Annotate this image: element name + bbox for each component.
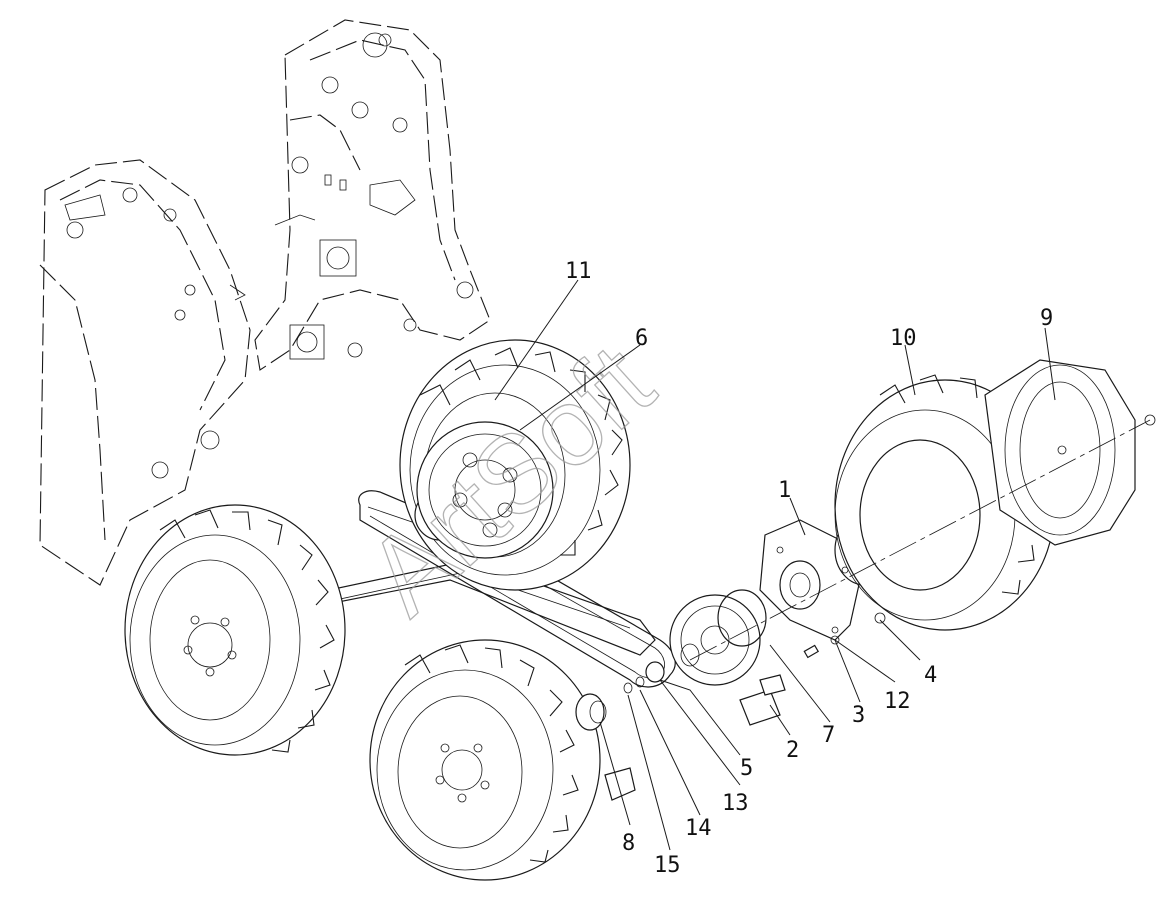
front-right-tire [369, 639, 601, 881]
callout-14: 14 [685, 816, 712, 841]
callout-9: 9 [1040, 306, 1053, 331]
left-frame-panel [39, 159, 251, 586]
callout-11: 11 [565, 259, 592, 284]
front-left-tire [124, 504, 346, 756]
small-parts [575, 612, 886, 801]
callout-2: 2 [786, 738, 799, 763]
driven-sprocket [669, 594, 761, 686]
callout-1: 1 [778, 478, 791, 503]
rear-frame-panel [254, 19, 491, 371]
callout-13: 13 [722, 791, 749, 816]
callout-10: 10 [890, 326, 917, 351]
callout-4: 4 [924, 663, 937, 688]
callout-8: 8 [622, 831, 635, 856]
callout-15: 15 [654, 853, 681, 878]
exploded-rim [984, 359, 1156, 546]
rear-sprocket [416, 421, 554, 559]
callout-6: 6 [635, 326, 648, 351]
callouts: 1 2 3 4 5 6 7 8 9 10 11 12 13 14 15 [565, 259, 1053, 878]
callout-7: 7 [822, 723, 835, 748]
o-ring [717, 589, 767, 647]
leader-lines [494, 279, 1056, 851]
callout-12: 12 [884, 689, 911, 714]
callout-5: 5 [740, 756, 753, 781]
callout-3: 3 [852, 703, 865, 728]
